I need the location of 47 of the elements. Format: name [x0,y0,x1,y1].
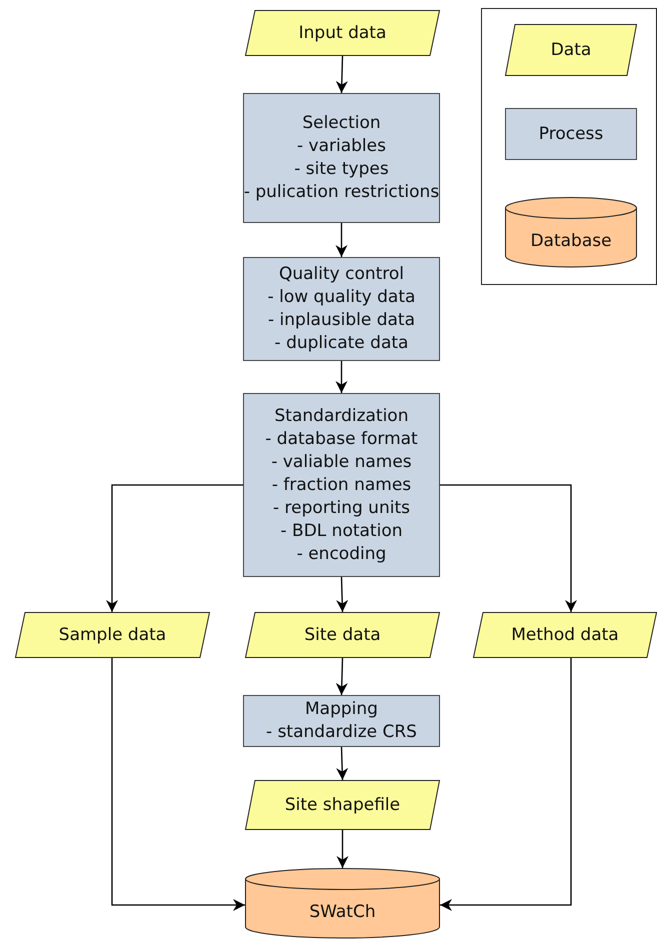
node-label: SWatCh [309,900,376,924]
arrow [336,361,348,393]
arrow [106,484,243,612]
data-parallelogram [245,10,440,56]
list-item: - inplausible data [268,309,415,332]
list-item: - encoding [296,542,386,566]
list-item: - database format [265,428,418,450]
legend-label: Database [530,230,612,252]
list-item: - standardize CRS [266,721,417,744]
node-label: Input data [298,22,386,44]
arrow [336,658,348,696]
process-title: Standardization [274,404,408,428]
process-title: Selection [302,112,381,135]
arrow [336,830,348,868]
process-box [243,257,440,361]
list-item: - fraction names [272,474,412,496]
process-title: Mapping [305,698,378,721]
list-item: - variables [297,135,386,158]
process-title: Quality control [278,263,404,286]
node-label: Site data [304,624,381,646]
legend-label: Data [550,38,592,62]
arrow [111,658,245,911]
process-box [243,695,440,747]
list-item: - BDL notation [280,520,402,542]
list-item: - site types [294,158,389,181]
list-item: - valiable names [271,450,412,474]
node-label: Site shapefile [284,794,400,816]
data-parallelogram [245,780,440,830]
arrow [440,658,572,911]
data-parallelogram [15,612,210,658]
data-parallelogram [245,612,440,658]
arrow [440,484,577,612]
database-cylinder [245,868,440,938]
arrow [336,746,348,780]
arrow [336,56,348,94]
node-label: Sample data [58,624,166,646]
list-item: - pulication restrictions [244,181,440,204]
list-item: - reporting units [273,496,410,520]
arrow [336,576,348,612]
arrow [336,223,348,257]
list-item: - duplicate data [274,332,408,355]
node-label: Method data [511,624,619,646]
process-box [243,393,440,577]
legend-label: Process [538,122,604,146]
process-box [243,93,440,223]
data-parallelogram [473,612,657,658]
list-item: - low quality data [268,286,416,309]
